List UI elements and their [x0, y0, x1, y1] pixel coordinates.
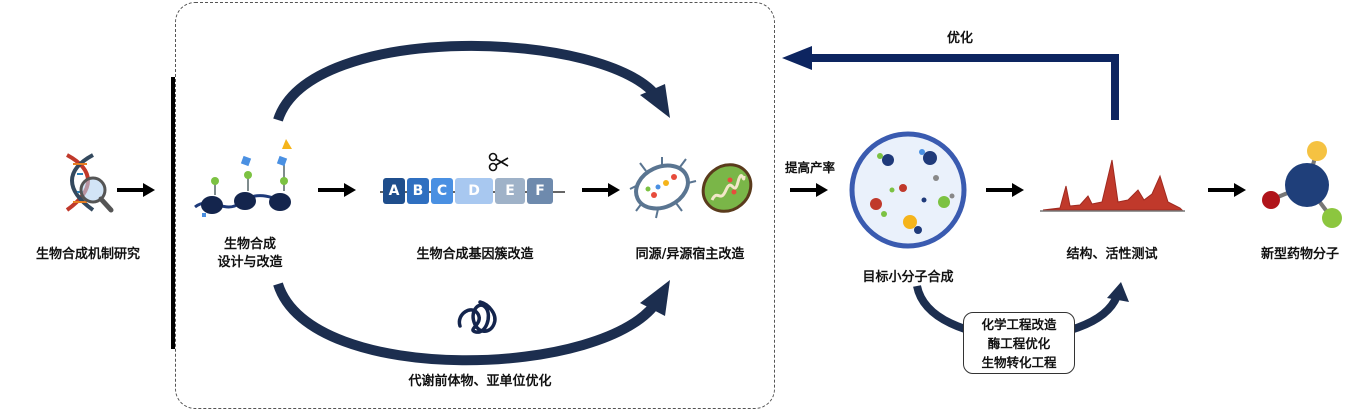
method-biotransformation: 生物转化工程: [981, 355, 1057, 370]
gene-a: A: [383, 178, 405, 204]
protein-coil-icon: [457, 300, 497, 334]
precursor-label: 代谢前体物、亚单位优化: [408, 374, 552, 389]
gene-c: C: [431, 178, 453, 204]
design-label: 生物合成 设计与改造: [200, 236, 300, 272]
design-label-line1: 生物合成: [223, 237, 276, 252]
optimize-feedback-arrow: [782, 46, 1119, 120]
molecule-pool-icon: [849, 131, 967, 249]
design-region-frame: [175, 2, 775, 409]
gene-d: D: [455, 178, 493, 204]
yield-label: 提高产率: [784, 160, 835, 175]
arrow-synthesis-to-testing: [986, 183, 1024, 197]
gene-e: E: [495, 178, 525, 204]
synthesis-label: 目标小分子合成: [862, 270, 954, 285]
arrow-host-to-synthesis: [790, 183, 828, 197]
top-curved-arrow: [273, 40, 670, 122]
arrow-design-to-genes: [318, 183, 356, 197]
arrow-mechanism-to-design: [117, 183, 155, 197]
testing-label: 结构、活性测试: [1066, 247, 1158, 262]
arrow-genes-to-host: [582, 183, 620, 197]
bacterium-icon: [629, 157, 697, 219]
gene-f: F: [527, 178, 553, 204]
scissors-icon: [488, 152, 509, 172]
gene-b: B: [407, 178, 429, 204]
drug-molecule-icon: [1262, 141, 1342, 228]
arrow-testing-to-drug: [1208, 183, 1246, 197]
bottom-curved-arrow: [273, 280, 670, 366]
host-label: 同源/异源宿主改造: [635, 247, 745, 262]
dna-magnifier-icon: [65, 153, 114, 213]
design-label-line2: 设计与改造: [217, 255, 283, 270]
optimization-methods-box: 化学工程改造 酶工程优化 生物转化工程: [963, 312, 1075, 374]
method-enzyme: 酶工程优化: [987, 336, 1051, 351]
drug-label: 新型药物分子: [1260, 247, 1339, 262]
enzyme-assembly-icon: [194, 139, 292, 217]
gene-cluster-label: 生物合成基因簇改造: [416, 247, 534, 262]
spectrum-chart-icon: [1040, 159, 1185, 212]
region-divider-bar: [171, 77, 175, 349]
mitochondrion-icon: [701, 163, 753, 213]
mechanism-label: 生物合成机制研究: [35, 247, 140, 262]
optimize-label: 优化: [946, 31, 973, 46]
method-chemical: 化学工程改造: [981, 317, 1057, 332]
